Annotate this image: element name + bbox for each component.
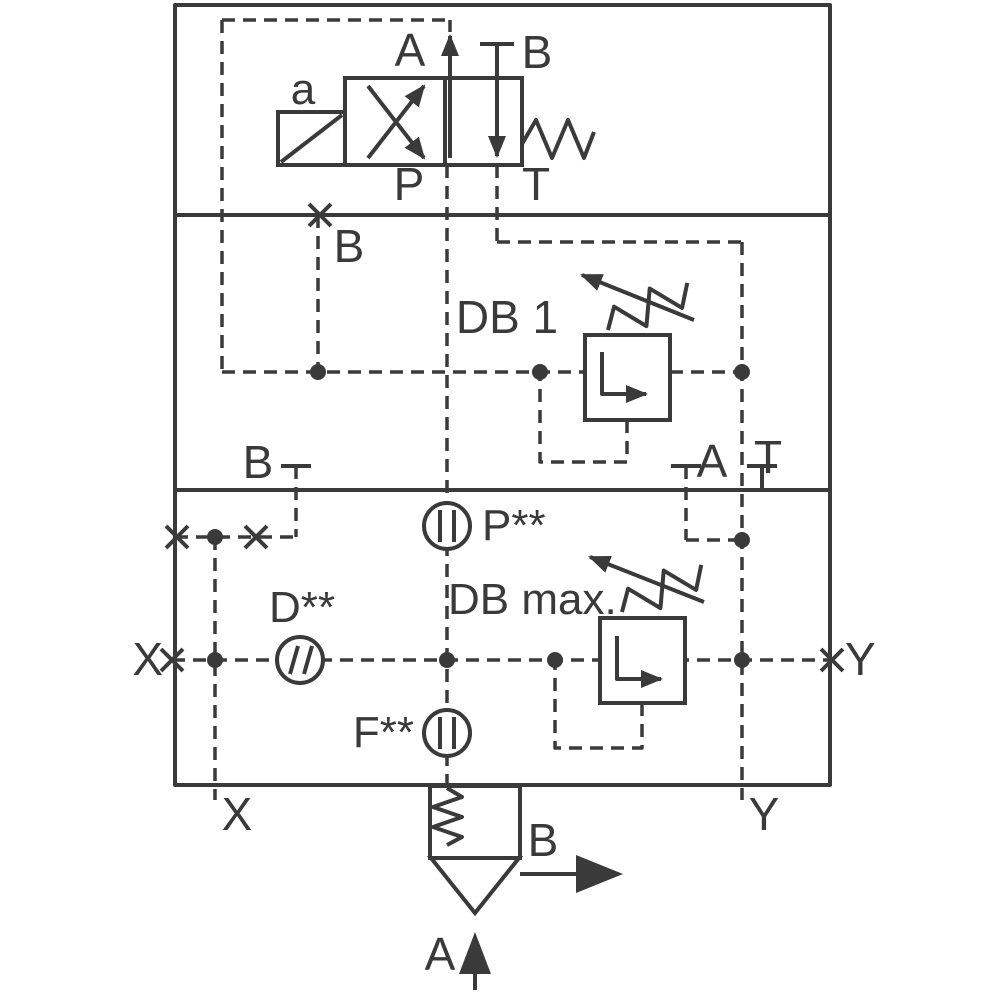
junction-dot — [547, 652, 563, 668]
db1-label: DB 1 — [456, 291, 558, 343]
crossed-flow-arrow-down — [366, 84, 426, 160]
orifice-f-circle — [422, 708, 472, 758]
dbmax-body — [598, 616, 687, 705]
relief-valve-dbmax — [588, 555, 705, 705]
valve-port-b-label: B — [522, 26, 553, 78]
plugged-port-b-label: B — [334, 220, 365, 272]
check-port-b-label: B — [528, 814, 559, 866]
solenoid-label: a — [291, 65, 316, 114]
plug-x-mark — [307, 202, 333, 228]
orifice-p — [422, 501, 472, 551]
orifice-p-label: P** — [482, 501, 546, 550]
junction-dot — [532, 364, 548, 380]
labels: a A B P T B DB 1 B A T P** DB max. D** F… — [132, 24, 875, 980]
directional-valve — [276, 34, 596, 167]
junction-dot — [439, 652, 455, 668]
junction-dot — [207, 529, 223, 545]
plug-marks — [159, 202, 845, 673]
dbmax-adjust-arrow — [588, 555, 705, 604]
orifice-p-circle — [422, 501, 472, 551]
junction-dot — [310, 364, 326, 380]
valve-port-t-label: T — [522, 158, 550, 210]
plug-x-mark — [164, 524, 190, 550]
junction-dot — [734, 532, 750, 548]
return-spring — [520, 118, 596, 160]
solenoid-diagonal — [279, 113, 344, 164]
plug-x-mark — [243, 524, 269, 550]
check-valve-spring — [431, 786, 464, 847]
check-port-a-label: A — [425, 928, 456, 980]
dbmax-spring — [620, 564, 704, 613]
check-valve — [426, 784, 623, 990]
dbmax-flow-arrow — [615, 636, 663, 688]
orifice-f — [422, 708, 472, 758]
x-line-label: X — [132, 633, 163, 685]
relief-valve-db1 — [580, 273, 695, 422]
junction-dot — [207, 652, 223, 668]
db1-adjust-arrow — [580, 273, 695, 322]
x-bottom-label: X — [222, 788, 253, 840]
orifice-d-circle — [275, 635, 325, 685]
mid-port-a-label: A — [697, 435, 728, 487]
port-markers — [281, 42, 777, 490]
orifice-d-label: D** — [269, 583, 335, 632]
orifice-d — [275, 635, 325, 685]
inlet-a-arrow — [459, 932, 491, 974]
junction-dot — [734, 652, 750, 668]
plug-x-mark — [159, 647, 185, 673]
plug-x-mark — [819, 647, 845, 673]
valve-port-a-label: A — [395, 24, 426, 76]
check-valve-poppet — [426, 856, 524, 917]
junction-dot — [734, 364, 750, 380]
y-line-label: Y — [845, 633, 876, 685]
db1-drain-loop — [538, 372, 629, 464]
db1-body — [583, 333, 672, 422]
db1-spring — [606, 282, 690, 331]
db1-flow-arrow — [600, 352, 648, 403]
mid-port-t-label: T — [754, 431, 782, 483]
dbmax-drain-loop — [553, 660, 644, 750]
dbmax-label: DB max. — [448, 575, 617, 624]
orifice-f-label: F** — [353, 708, 414, 757]
valve-port-p-label: P — [394, 158, 425, 210]
y-bottom-label: Y — [749, 788, 780, 840]
mid-port-b-label: B — [243, 436, 274, 488]
outlet-b-arrow — [576, 855, 623, 893]
junction-dots — [207, 364, 750, 668]
valve-position-parallel — [443, 76, 524, 167]
